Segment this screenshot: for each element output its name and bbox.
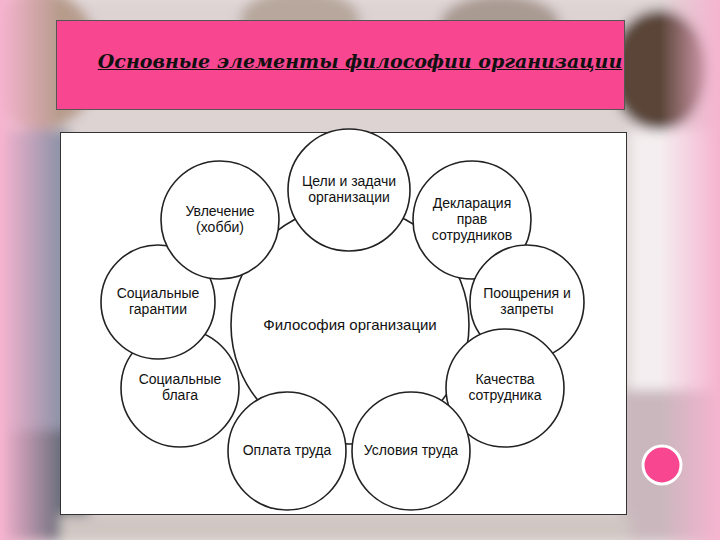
circle-label: Увлечение (хобби) bbox=[172, 204, 269, 235]
element-circle: Оплата труда bbox=[227, 391, 347, 511]
circle-label: Оплата труда bbox=[243, 443, 332, 459]
element-circle: Цели и задачи организации bbox=[287, 128, 411, 252]
circle-label: Цели и задачи организации bbox=[299, 174, 399, 205]
circle-label: Декларация прав сотрудников bbox=[424, 196, 521, 243]
circle-label: Условия труда bbox=[364, 443, 458, 459]
circle-label: Социальные гарантии bbox=[111, 286, 205, 317]
circle-label: Социальные блага bbox=[132, 372, 229, 403]
circle-label-box: Качества сотрудника bbox=[457, 340, 554, 437]
circle-label-box: Оплата труда bbox=[239, 403, 336, 500]
circle-label-box: Условия труда bbox=[363, 403, 460, 500]
circle-label: Качества сотрудника bbox=[457, 372, 554, 403]
circle-label-box: Цели и задачи организации bbox=[299, 140, 399, 240]
decor-dot bbox=[640, 443, 684, 487]
circle-label-box: Увлечение (хобби) bbox=[172, 172, 269, 269]
circle-label: Поощрения и запреты bbox=[480, 286, 574, 317]
element-circle: Условия труда bbox=[351, 391, 471, 511]
slide-title: Основные элементы философии организации bbox=[0, 50, 720, 72]
circle-label: Философия организации bbox=[263, 317, 436, 334]
element-circle: Увлечение (хобби) bbox=[160, 160, 280, 280]
